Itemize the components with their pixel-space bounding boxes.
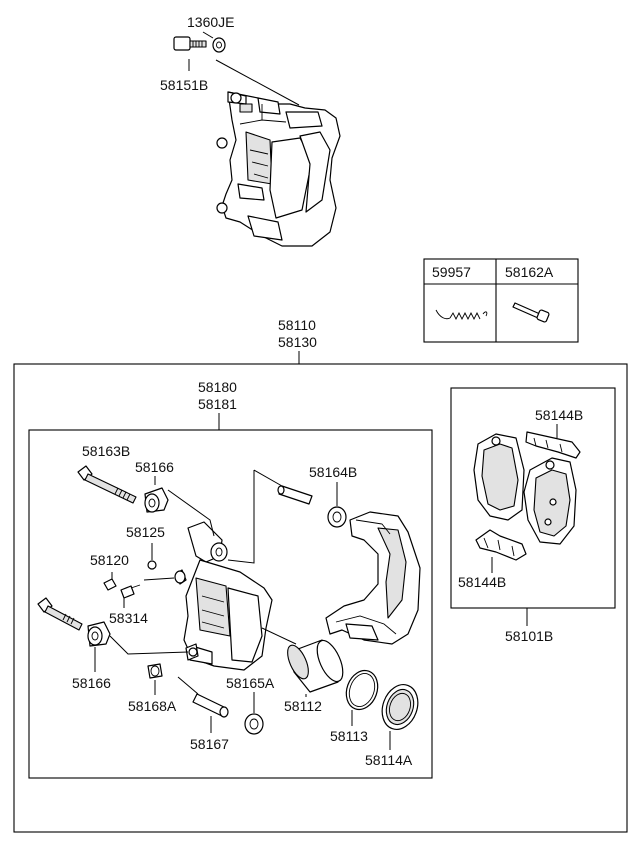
piston-seal-58113-drawing bbox=[345, 669, 379, 711]
label-58166-lower: 58166 bbox=[72, 675, 111, 691]
bolt-58151b-drawing bbox=[173, 36, 207, 51]
caliper-body-frame bbox=[28, 429, 433, 779]
bleeder-cap-58314-drawing bbox=[120, 584, 141, 599]
label-58168a: 58168A bbox=[128, 698, 177, 714]
label-58112: 58112 bbox=[284, 698, 322, 714]
pad-shim-bottom-drawing bbox=[475, 529, 527, 561]
label-58130: 58130 bbox=[278, 334, 317, 350]
bushing-58125-drawing bbox=[147, 543, 157, 570]
label-58167: 58167 bbox=[190, 736, 229, 752]
label-58164b: 58164B bbox=[309, 464, 357, 480]
label-58114a: 58114A bbox=[365, 752, 413, 768]
caliper-housing-drawing bbox=[174, 521, 273, 671]
brake-pad-inner-drawing bbox=[473, 433, 525, 521]
label-58113: 58113 bbox=[330, 728, 368, 744]
label-58163b: 58163B bbox=[82, 443, 130, 459]
label-58314: 58314 bbox=[109, 610, 148, 626]
washer-1360je-drawing bbox=[212, 37, 226, 53]
pin-bolt-lower-drawing bbox=[37, 597, 83, 631]
boot-cap-58168a-drawing bbox=[147, 663, 163, 679]
pin-58162a-drawing bbox=[512, 302, 550, 323]
label-58162a: 58162A bbox=[505, 264, 554, 280]
spring-59957-drawing bbox=[435, 309, 488, 321]
sleeve-boot-58165a-drawing bbox=[244, 713, 264, 735]
label-58181: 58181 bbox=[198, 396, 237, 412]
mounting-bracket-drawing bbox=[325, 511, 421, 645]
pad-shim-top-drawing bbox=[525, 431, 581, 459]
pad-kit-frame bbox=[450, 387, 616, 609]
piston-58112-drawing bbox=[287, 639, 344, 693]
boot-58166-upper-drawing bbox=[144, 487, 169, 513]
label-1360je: 1360JE bbox=[187, 14, 234, 30]
bleeder-58120-drawing bbox=[103, 572, 117, 591]
boot-58166-lower-drawing bbox=[87, 621, 111, 647]
caliper-assembly-frame bbox=[13, 363, 628, 833]
pin-sleeve-58164b-drawing bbox=[277, 485, 313, 505]
assembled-caliper-illustration bbox=[173, 31, 341, 247]
label-58120: 58120 bbox=[90, 552, 129, 568]
label-58166-upper: 58166 bbox=[135, 459, 174, 475]
label-58144b-top: 58144B bbox=[535, 407, 583, 423]
brake-pad-outer-drawing bbox=[523, 457, 577, 545]
guide-rod-58167-drawing bbox=[192, 693, 229, 718]
label-58101b: 58101B bbox=[505, 628, 553, 644]
label-58125: 58125 bbox=[126, 524, 165, 540]
piston-boot-58114a-drawing bbox=[381, 684, 419, 730]
pin-boot-58164b-drawing bbox=[327, 506, 347, 528]
label-59957: 59957 bbox=[432, 264, 471, 280]
label-58144b-bottom: 58144B bbox=[458, 574, 506, 590]
label-58165a: 58165A bbox=[226, 675, 275, 691]
label-58151b: 58151B bbox=[160, 77, 208, 93]
accessory-parts-table bbox=[423, 258, 579, 343]
label-58110: 58110 bbox=[278, 317, 316, 333]
pin-bolt-58163b-drawing bbox=[77, 465, 137, 504]
label-58180: 58180 bbox=[198, 379, 237, 395]
